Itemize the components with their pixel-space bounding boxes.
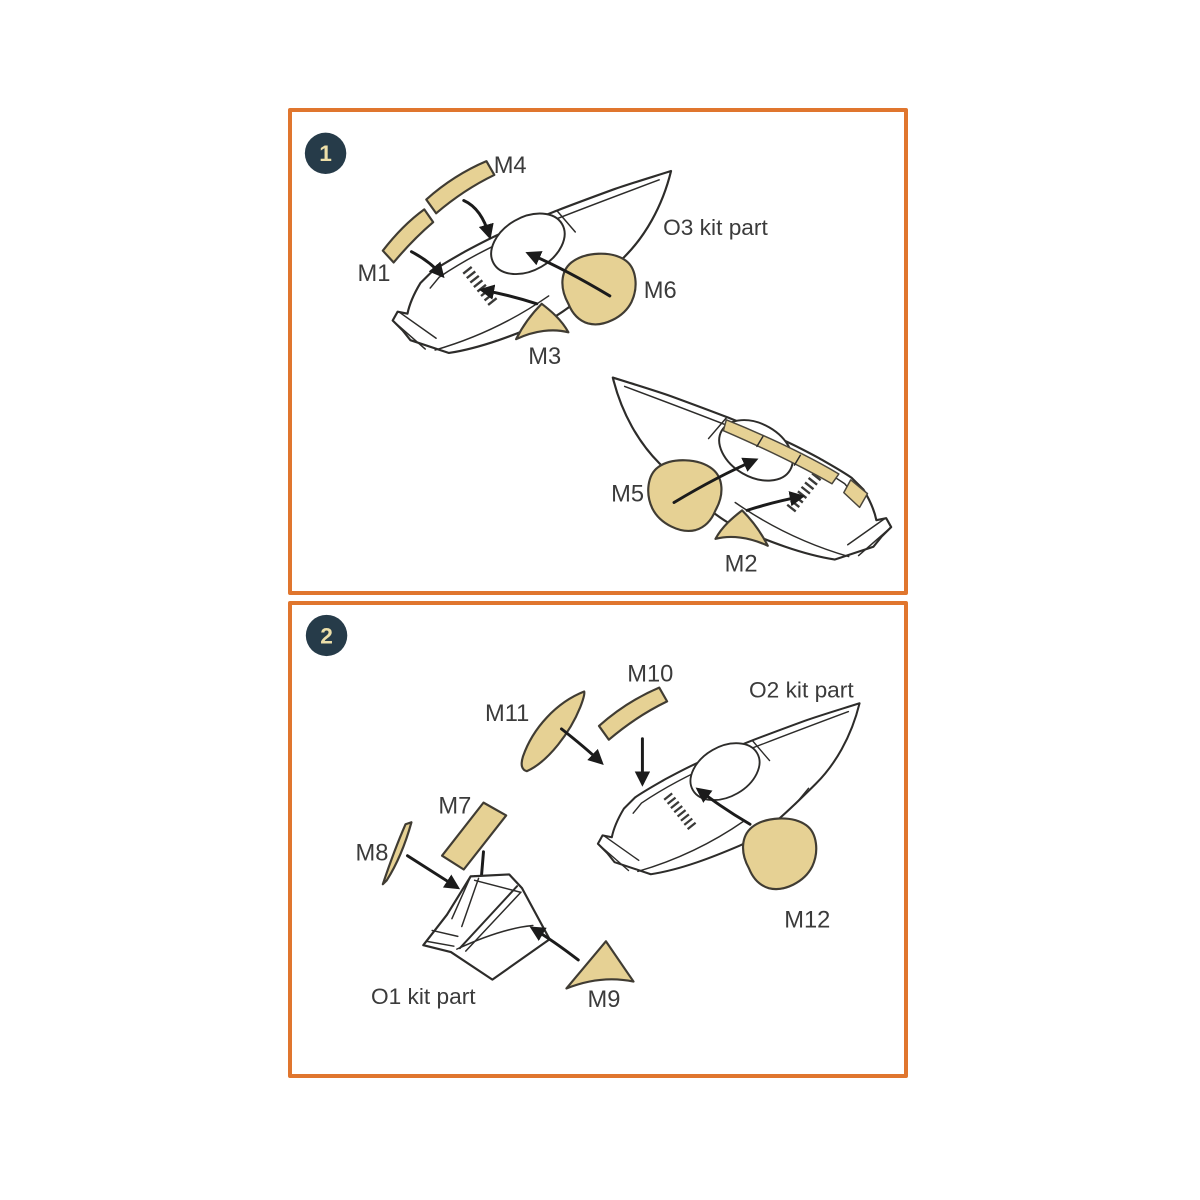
step2-badge-circle — [305, 614, 348, 657]
arrow-m12 — [695, 787, 752, 826]
mask-m12-shape — [741, 817, 818, 891]
step2-badge: 2 — [305, 614, 348, 657]
canopy-o2-drawing — [598, 703, 860, 874]
mask-label-m11: M11 — [485, 701, 529, 727]
mask-label-m3: M3 — [528, 344, 561, 370]
mask-label-m10: M10 — [627, 662, 673, 688]
arrow-m1 — [409, 250, 445, 279]
arrow-m8 — [406, 854, 461, 890]
arrow-m4 — [462, 199, 494, 240]
mask-m7-shape — [440, 801, 508, 871]
canopy-o3-masked-drawing — [613, 378, 891, 560]
rail-mask-divider — [793, 454, 802, 466]
rail-mask-divider — [756, 435, 764, 448]
applied-rail-mask — [722, 419, 840, 485]
mask-label-m12: M12 — [784, 908, 830, 934]
step1-panel: 1 — [288, 108, 908, 595]
mask-label-m8: M8 — [356, 841, 389, 867]
mask-label-m6: M6 — [644, 278, 677, 304]
step2-diagram: 2 — [305, 614, 904, 1013]
mask-label-m1: M1 — [357, 261, 390, 287]
windscreen-o1-drawing — [422, 873, 551, 981]
step2-panel: 2 — [288, 601, 908, 1078]
mask-m8-shape — [381, 821, 413, 886]
mask-m9-shape — [565, 940, 635, 990]
mask-label-m2: M2 — [725, 551, 758, 577]
step1-badge-circle — [304, 132, 347, 174]
step2-number: 2 — [320, 622, 333, 648]
mask-label-m5: M5 — [611, 482, 644, 508]
mask-m10-shape — [597, 686, 669, 741]
mask-m4-shape — [425, 160, 496, 215]
step1-badge: 1 — [304, 132, 347, 174]
part-label-o3: O3 kit part — [663, 214, 768, 240]
part-label-o2: O2 kit part — [749, 676, 854, 702]
step1-diagram: 1 — [304, 132, 904, 577]
arrow-m9 — [529, 926, 580, 962]
part-label-o1: O1 kit part — [371, 983, 476, 1009]
step1-number: 1 — [319, 140, 332, 166]
mask-label-m9: M9 — [587, 987, 620, 1013]
mask-label-m4: M4 — [494, 153, 527, 179]
mask-label-m7: M7 — [438, 793, 471, 819]
applied-front-mask — [843, 479, 869, 509]
mask-m11-shape — [520, 690, 586, 773]
arrow-m11 — [559, 727, 604, 765]
mask-m1-shape — [381, 208, 435, 264]
